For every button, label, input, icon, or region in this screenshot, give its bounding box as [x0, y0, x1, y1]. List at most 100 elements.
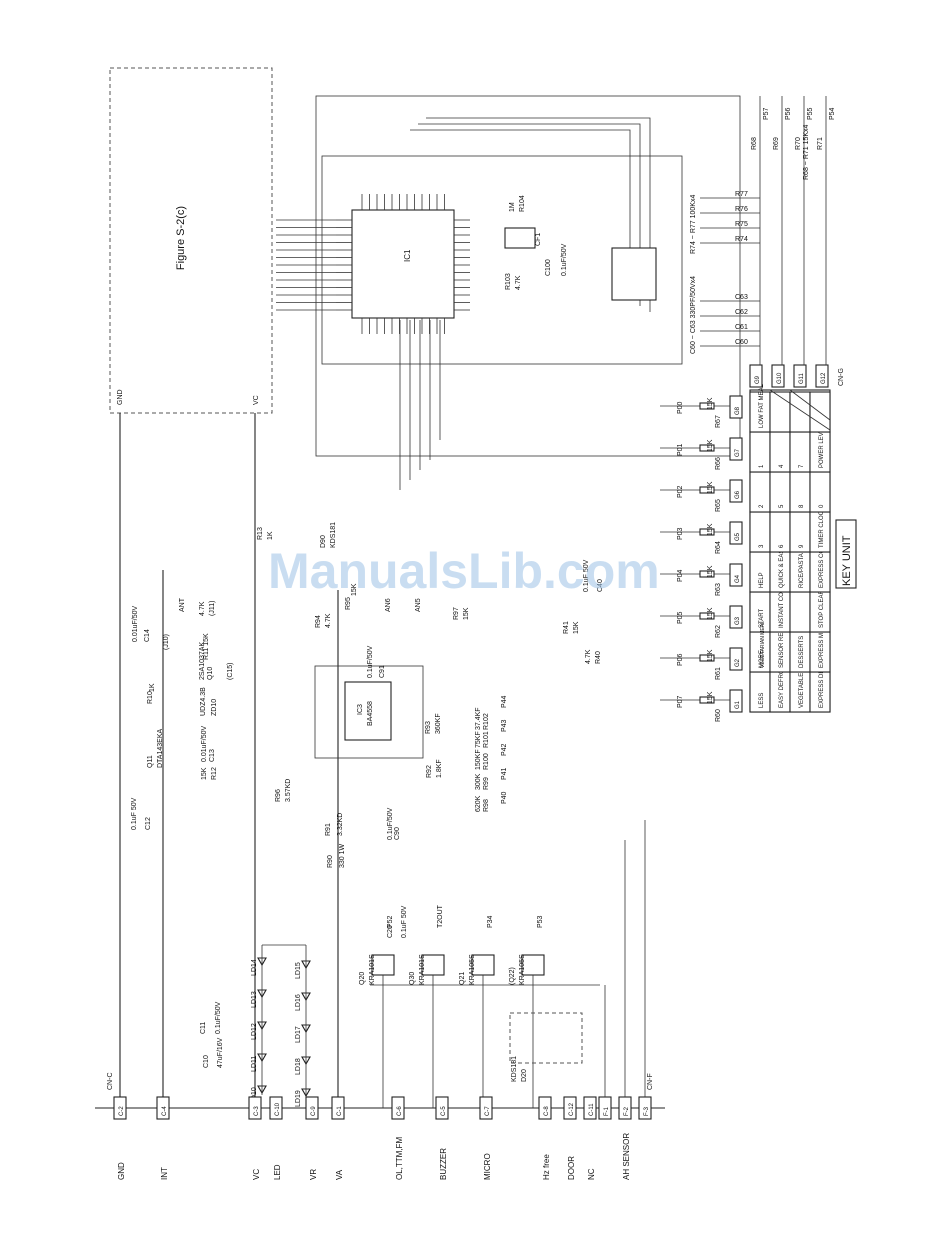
connector-pin-label: NC: [587, 1168, 596, 1180]
c100-label: C100: [545, 259, 552, 276]
r103-label: R103: [505, 273, 512, 290]
connector-pin-id: C-2: [119, 1106, 125, 1116]
d20-box: [509, 1012, 583, 1064]
label-an6: AN6: [385, 598, 392, 612]
p-resistor-value: 15K: [707, 397, 714, 410]
label-c91v: 0.1uF/50V: [367, 645, 374, 678]
label-r94: R94: [315, 615, 322, 628]
g-pin-label: G4: [735, 574, 741, 583]
label-zd10: ZD10: [211, 699, 218, 716]
watermark: ManualsLib.com: [268, 543, 660, 599]
led-label: LD11: [251, 1056, 258, 1072]
cap-label: C62: [735, 309, 748, 316]
key-label: 0: [819, 504, 825, 508]
g-pin: [729, 647, 743, 671]
label-p40: P40: [501, 791, 508, 804]
key-unit-title: KEY UNIT: [841, 535, 853, 586]
key-label: HELP: [759, 572, 765, 588]
connector-pin: [479, 1096, 493, 1120]
key-label: EASY DEFROST: [779, 661, 785, 708]
r74-item: R75: [735, 221, 748, 228]
label-q11: Q11: [147, 755, 154, 768]
r68-item: R69: [773, 137, 780, 150]
label-r100: R100: [483, 753, 490, 770]
r104-value: 1M: [509, 202, 516, 212]
label-d90p: KDS181: [330, 522, 337, 548]
p-resistor: [699, 570, 715, 578]
connector-pin-label: VR: [309, 1169, 318, 1180]
label-r12v: 15K: [201, 767, 208, 780]
connector-pins: C-2GNDC-4INTC-3VCC-10LEDC-9VRC-1VAC-6OL,…: [107, 820, 654, 1180]
p-resistor: [699, 612, 715, 620]
p-resistor: [699, 402, 715, 410]
g-pin: [729, 605, 743, 629]
transistor-signal: T2OUT: [437, 904, 444, 928]
key-label: TIMER CLOCK: [819, 507, 825, 548]
g-pin-label: G5: [735, 532, 741, 541]
figure-ref-label: Figure S-2(c): [175, 206, 187, 270]
connector-pin: [563, 1096, 577, 1120]
connector-pin-id: C-5: [441, 1106, 447, 1116]
label-r98: R98: [483, 799, 490, 812]
connector-pin-label: GND: [117, 1162, 126, 1180]
connector-pin: [583, 1096, 597, 1120]
label-c12v: 0.1uF 50V: [131, 797, 138, 830]
led-label: LD19: [295, 1090, 302, 1107]
g-pin-label: G7: [735, 448, 741, 457]
inner-bus-loop: [321, 155, 683, 365]
transistor-signal: P52: [387, 915, 394, 928]
ic3-part: BA4558: [367, 701, 374, 726]
key-diag: [789, 389, 831, 421]
key-label: 6: [779, 544, 785, 548]
p-resistor-value: 15K: [707, 481, 714, 494]
key-label: 7: [799, 464, 805, 468]
g-pin-label: G12: [821, 372, 827, 384]
p-line-label: P07: [677, 695, 684, 708]
r104-label: R104: [519, 195, 526, 212]
cf1-label: CF1: [535, 233, 542, 246]
label-r91v: 3.32KD: [337, 813, 344, 836]
label-j11v: 4.7K: [199, 601, 206, 616]
label-zd10p: UDZ4.3B: [200, 687, 207, 716]
label-r98v: 620K: [475, 795, 482, 812]
led-label: LD13: [251, 991, 258, 1008]
label-c20: C20: [387, 925, 394, 938]
connector-pin: [435, 1096, 449, 1120]
key-cell[interactable]: [789, 591, 811, 633]
led-label: LD16: [295, 994, 302, 1011]
key-cell[interactable]: [769, 391, 791, 433]
led-label: LD14: [251, 959, 258, 976]
g-pin-label: G9: [755, 375, 761, 384]
p-top-label: P54: [829, 107, 836, 120]
label-c12: C12: [145, 817, 152, 830]
key-label: EXPRESS MEAL: [819, 621, 825, 668]
transistor-ref: Q21: [459, 972, 466, 985]
label-r99v: 300K: [475, 773, 482, 790]
g-pin: [729, 689, 743, 713]
gnd-label-top: GND: [117, 389, 124, 405]
label-r100v: 150KF: [475, 749, 482, 770]
label-r13v: 1K: [267, 531, 274, 540]
r74-item: R74: [735, 236, 748, 243]
p-line-label: P01: [677, 443, 684, 456]
ic1-body: [351, 209, 455, 319]
p-top-label: P57: [763, 107, 770, 120]
transistor-ref: Q30: [409, 972, 416, 985]
r103-value: 4.7K: [515, 275, 522, 290]
p-resistor-label: R66: [715, 457, 722, 470]
connector-pin-id: F-3: [644, 1106, 650, 1116]
label-d90: D90: [320, 535, 327, 548]
p-line-label: P03: [677, 527, 684, 540]
label-c20v: 0.1uF 50V: [401, 905, 408, 938]
connector-pin-id: C-1: [337, 1106, 343, 1116]
label-r90: R90: [327, 855, 334, 868]
p-resistor: [699, 444, 715, 452]
label-j10: (J10): [163, 634, 170, 650]
key-label: EXPRESS COOK: [819, 540, 825, 588]
g-pin: [729, 479, 743, 503]
label-r12: R12: [211, 767, 218, 780]
cf1-resonator: [504, 227, 536, 249]
label-r41v: 15K: [573, 621, 580, 634]
key-label: 1: [759, 464, 765, 468]
